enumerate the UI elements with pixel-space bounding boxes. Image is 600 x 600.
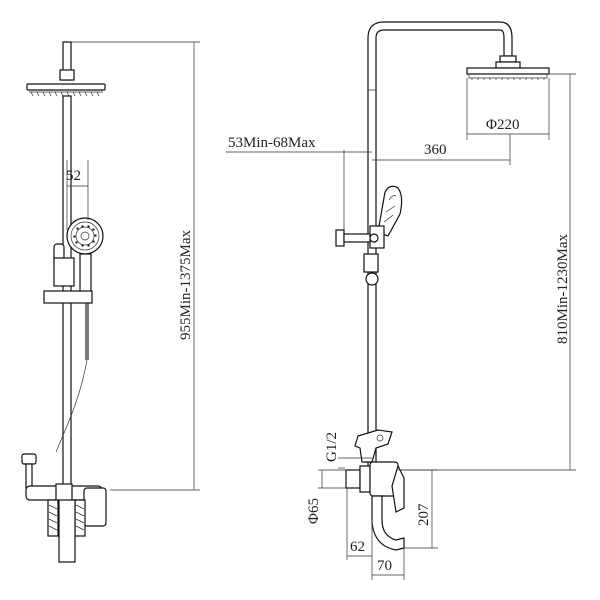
wall-distance-dimension: 53Min-68Max — [226, 135, 372, 240]
thread-label: G1/2 — [324, 432, 340, 462]
head-diameter-dimension: Φ220 — [466, 78, 550, 140]
front-height-dimension: 955Min-1375Max — [71, 41, 200, 491]
wall-valve-side — [335, 229, 379, 247]
arm-length-label: 360 — [424, 142, 447, 158]
front-view: 52 955Min-1375Max — [21, 41, 200, 563]
side-riser-and-arm — [367, 21, 513, 479]
bath-mixer-front — [21, 453, 107, 563]
slide-clamp-side — [363, 253, 379, 273]
front-height-label: 955Min-1375Max — [178, 230, 194, 340]
slide-clamp — [43, 290, 93, 304]
clamp-knob — [365, 272, 379, 286]
side-height-dimension: 810Min-1230Max — [400, 73, 576, 471]
escutcheon-label: Φ65 — [306, 498, 322, 524]
handset-offset-dimension: 52 — [66, 160, 89, 230]
handset-offset-label: 52 — [66, 168, 81, 184]
holder-clamp — [53, 257, 75, 287]
head-diameter-label: Φ220 — [486, 117, 519, 133]
thread-dimension: G1/2 — [324, 432, 372, 469]
hand-shower-front — [66, 217, 104, 297]
escutcheon-dimension: Φ65 — [306, 469, 346, 524]
spout-height-label: 207 — [416, 503, 432, 526]
wall-distance-label: 53Min-68Max — [228, 135, 316, 151]
spout-reach-label: 70 — [377, 558, 392, 574]
overhead-shower-head-side — [466, 55, 550, 80]
spout-offset-label: 62 — [350, 539, 365, 555]
arm-length-dimension: 360 — [372, 134, 511, 165]
spout-offset-dimension: 62 — [346, 488, 373, 580]
head-connector — [59, 69, 75, 81]
side-height-label: 810Min-1230Max — [555, 234, 571, 344]
bath-mixer-side — [345, 429, 405, 551]
side-view: Φ220 360 53Min-68Max — [226, 21, 576, 580]
overhead-shower-head-front — [26, 83, 106, 97]
spout-reach-dimension: 70 — [372, 548, 405, 580]
